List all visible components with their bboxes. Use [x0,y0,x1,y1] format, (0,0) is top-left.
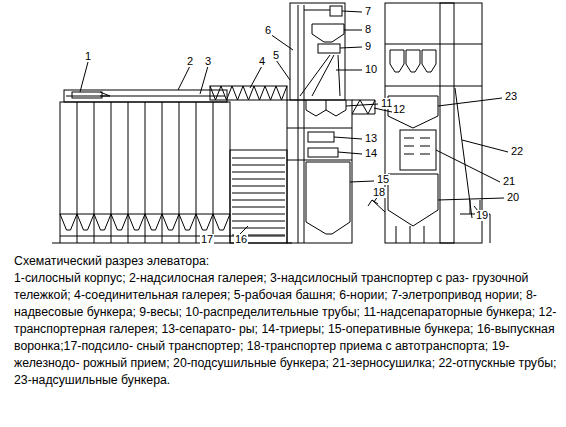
noria-leg [304,5,305,243]
noria-leg [298,5,299,243]
callout-number: 20 [506,192,520,203]
separator-bins [306,100,346,116]
transport-gallery [352,100,375,114]
noria-motor [330,6,342,16]
top-gallery [64,90,227,102]
callout-number: 23 [504,91,518,102]
dryer-building [385,3,482,243]
callout-number: 10 [364,64,378,75]
callout-number: 18 [372,187,386,198]
callout-number: 21 [502,176,516,187]
truck-conveyor [368,200,385,212]
grain-dryer [400,130,436,170]
scales [318,44,340,53]
callout-number: 15 [376,174,390,185]
callout-number: 1 [84,51,92,62]
callout-number: 12 [392,104,406,115]
distribution-pipes [300,55,340,96]
rail-receiving [460,200,490,243]
work-tower-base [287,100,352,243]
caption-text: 1-силосный корпус; 2-надсилосная галерея… [14,270,559,389]
callout-number: 8 [364,24,372,35]
under-silo-conveyor [60,236,285,237]
callout-number: 16 [234,234,248,245]
gallery-truss [210,86,287,100]
leader-lines [80,11,508,236]
trier [308,148,338,157]
callout-number: 13 [364,133,378,144]
silo-cells [60,102,230,243]
dryer-noria [440,3,454,243]
above-dryer-bins [385,44,482,72]
weigh-bins [312,24,344,42]
callout-number: 3 [204,56,212,67]
release-pipe [455,88,472,218]
floor [385,86,482,87]
dryer-louvres [404,138,430,154]
callout-number: 6 [264,25,272,36]
noria-head [304,10,330,11]
callout-number: 14 [364,148,378,159]
callout-number: 19 [475,210,489,221]
callout-number: 4 [258,56,266,67]
callout-number: 17 [200,234,214,245]
silo-annex [230,150,287,243]
callout-number: 2 [186,56,194,67]
floor [287,128,352,129]
callout-number: 9 [364,41,372,52]
callout-number: 5 [272,50,280,61]
trolley-chute [100,92,110,96]
under-dryer-bins [388,174,438,226]
unloading-trolley [72,92,102,98]
caption-title: Схематический разрез элеватора: [14,253,209,270]
operative-bins [306,162,350,234]
connecting-gallery [210,86,287,100]
annex-lines [232,158,285,235]
callout-number: 22 [510,146,524,157]
above-dryer-bin [388,96,438,128]
separator [308,132,334,142]
top-conveyor [66,96,225,97]
outlet-spouts [396,226,424,243]
callout-number: 7 [364,6,372,17]
floor [287,160,352,161]
